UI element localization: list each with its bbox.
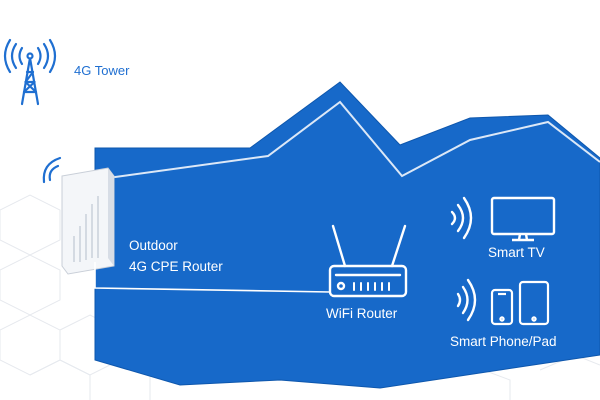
wifi-router-label: WiFi Router [326, 306, 398, 321]
smart-tv-label: Smart TV [488, 245, 545, 260]
smart-phone-pad-label: Smart Phone/Pad [450, 334, 557, 349]
smartphone-icon [490, 288, 514, 326]
tower-label: 4G Tower [74, 63, 130, 78]
cpe-label-line1: Outdoor [129, 238, 178, 253]
wifi-router-icon [328, 224, 408, 298]
tablet-icon [518, 280, 550, 326]
smart-tv-icon [490, 196, 556, 242]
cell-tower-icon [3, 38, 57, 106]
outdoor-cpe-router-icon [61, 167, 115, 275]
connection-line [94, 262, 331, 293]
signal-waves-icon [456, 278, 477, 322]
signal-waves-icon [42, 156, 62, 184]
roof-line [107, 100, 600, 179]
cpe-label-line2: 4G CPE Router [129, 259, 223, 274]
signal-waves-icon [450, 196, 473, 240]
